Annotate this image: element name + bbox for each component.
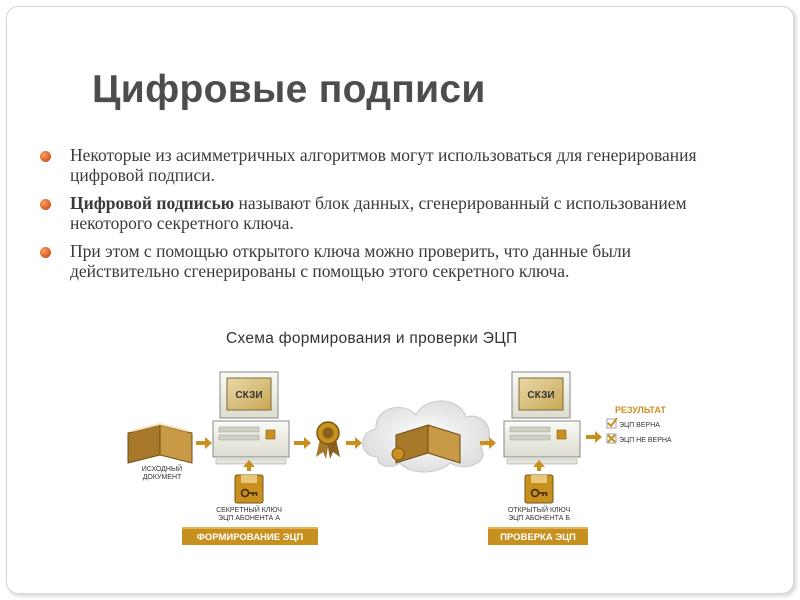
secret-key-label: ЭЦП АБОНЕНТА А	[218, 515, 280, 522]
computer-icon	[503, 371, 581, 465]
source-document-icon	[127, 422, 193, 464]
formation-bar-label: ФОРМИРОВАНИЕ ЭЦП	[197, 532, 304, 543]
bullet-item: При этом с помощью открытого ключа можно…	[40, 241, 740, 281]
formation-bar	[182, 527, 318, 545]
bullet-bold-text: Цифровой подписью	[70, 193, 235, 213]
bullet-dot-icon	[40, 199, 51, 210]
bullet-text: Некоторые из асимметричных алгоритмов мо…	[70, 145, 697, 185]
arrow-right-icon	[586, 431, 602, 443]
bullet-list: Некоторые из асимметричных алгоритмов мо…	[40, 145, 740, 289]
arrow-right-icon	[480, 437, 496, 449]
public-key-label: ОТКРЫТЫЙ КЛЮЧ	[508, 505, 571, 514]
bullet-dot-icon	[40, 151, 51, 162]
result-bad-label: ЭЦП НЕ ВЕРНА	[619, 437, 672, 444]
signature-scheme-diagram: ИСХОДНЫЙ ДОКУМЕНТ СКЗИ	[127, 371, 672, 545]
verification-bar	[488, 527, 588, 545]
slide-frame	[6, 6, 794, 594]
floppy-key-icon	[524, 474, 554, 504]
computer-right-label: СКЗИ	[527, 390, 554, 401]
scheme-title: Схема формирования и проверки ЭЦП	[226, 330, 518, 347]
slide-title: Цифровые подписи	[92, 68, 486, 111]
arrow-right-icon	[346, 437, 362, 449]
bullet-dot-icon	[40, 247, 51, 258]
arrow-right-icon	[294, 437, 311, 449]
bullet-item: Некоторые из асимметричных алгоритмов мо…	[40, 145, 740, 185]
cross-icon	[606, 433, 617, 444]
source-doc-label: ИСХОДНЫЙ	[142, 464, 182, 473]
floppy-key-icon	[234, 474, 264, 504]
computer-icon	[212, 371, 290, 465]
verification-bar-label: ПРОВЕРКА ЭЦП	[500, 532, 576, 543]
seal-icon	[316, 421, 340, 459]
checkmark-icon	[606, 417, 618, 429]
source-doc-label: ДОКУМЕНТ	[143, 474, 182, 481]
arrow-right-icon	[196, 437, 212, 449]
bullet-text: При этом с помощью открытого ключа можно…	[70, 241, 632, 281]
bullet-item: Цифровой подписью называют блок данных, …	[40, 193, 740, 233]
public-key-label: ЭЦП АБОНЕНТА Б	[508, 515, 570, 522]
result-title: РЕЗУЛЬТАТ	[615, 405, 666, 415]
secret-key-label: СЕКРЕТНЫЙ КЛЮЧ	[216, 505, 282, 514]
network-cloud-icon	[362, 400, 490, 473]
arrow-up-icon	[533, 460, 545, 471]
arrow-up-icon	[243, 460, 255, 471]
bullet-text: называют блок данных, сгенерированный с …	[70, 193, 687, 233]
result-ok-label: ЭЦП ВЕРНА	[619, 422, 660, 429]
computer-left-label: СКЗИ	[235, 390, 262, 401]
